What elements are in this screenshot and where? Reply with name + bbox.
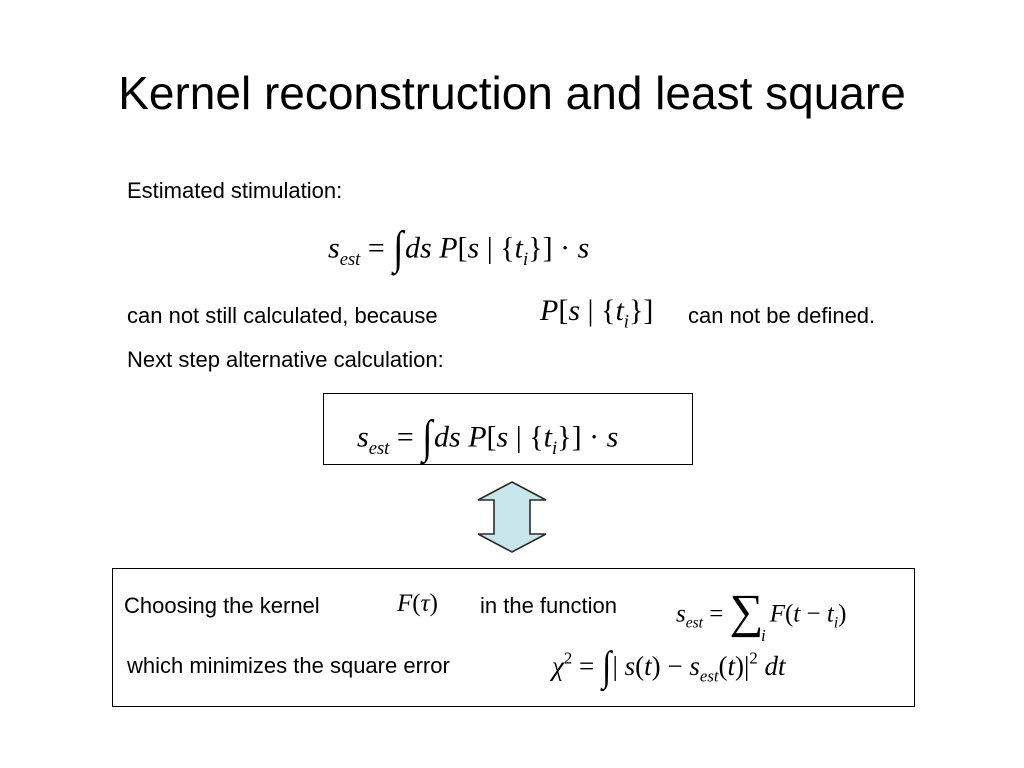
slide-title: Kernel reconstruction and least square bbox=[118, 67, 906, 119]
double-arrow-shape bbox=[477, 481, 547, 553]
equation-f-tau: F(τ) bbox=[397, 590, 438, 617]
kernel-box bbox=[112, 568, 915, 707]
equation-s-est-2: sest = ∫ds P[s | {ti}] · s bbox=[357, 412, 619, 463]
equation-s-est-1: sest = ∫ds P[s | {ti}] · s bbox=[328, 223, 590, 274]
equation-s-est-sum: sest = ∑ F(t − ti) bbox=[676, 586, 847, 638]
estimated-label: Estimated stimulation: bbox=[127, 178, 343, 203]
double-arrow-icon bbox=[477, 481, 547, 553]
sum-index: i bbox=[761, 626, 766, 645]
choosing-text: Choosing the kernel bbox=[124, 593, 320, 618]
minimizes-text: which minimizes the square error bbox=[127, 653, 450, 678]
equation-p-s-ti: P[s | {ti}] bbox=[540, 294, 654, 333]
in-function-text: in the function bbox=[480, 593, 617, 618]
equation-chi-square: χ2 = ∫| s(t) − sest(t)|2 dt bbox=[552, 644, 786, 690]
cannot-text-2: can not be defined. bbox=[688, 303, 876, 328]
equation-box bbox=[323, 393, 693, 465]
next-step-label: Next step alternative calculation: bbox=[127, 347, 444, 372]
cannot-text-1: can not still calculated, because bbox=[127, 303, 438, 328]
